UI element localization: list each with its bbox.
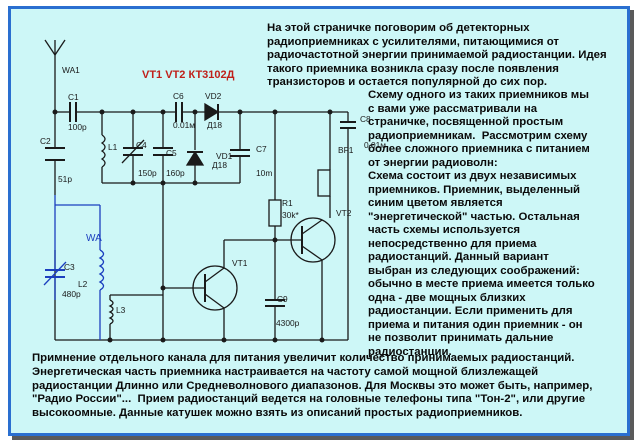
vd1-value: Д18: [212, 160, 227, 170]
wa-label: WA: [86, 233, 102, 244]
antenna-wa1-symbol: [44, 39, 66, 112]
intro-paragraph: На этой страничке поговорим об детекторн…: [267, 22, 607, 89]
r1-value: 30k*: [282, 210, 300, 220]
c5-value: 160p: [166, 168, 185, 178]
conclusion-paragraph: Примнение отдельного канала для питания …: [32, 352, 593, 420]
c1-label: C1: [68, 92, 79, 102]
c3-value: 480p: [62, 289, 81, 299]
c5-label: C5: [166, 148, 177, 158]
description-paragraph: Схему одного из таких приемников мы с ва…: [368, 89, 595, 358]
vt2-label: VT2: [336, 208, 352, 218]
schematic-title: VT1 VT2 КТ3102Д: [142, 69, 235, 81]
bf1-label: BF1: [338, 145, 354, 155]
content-frame: [8, 6, 630, 436]
l1-label: L1: [108, 142, 118, 152]
c2-value: 51p: [58, 174, 72, 184]
c6-label: C6: [173, 91, 184, 101]
r1-label: R1: [282, 198, 293, 208]
c4-value: 150p: [138, 168, 157, 178]
c9-value: 4300p: [276, 318, 300, 328]
wa1-label: WA1: [62, 65, 80, 75]
vd2-value: Д18: [207, 120, 222, 130]
c8-label: C8: [360, 114, 371, 124]
c4-label: C4: [136, 140, 147, 150]
c3-label: C3: [64, 262, 75, 272]
c9-label: C9: [277, 294, 288, 304]
l3-label: L3: [116, 305, 126, 315]
c1-value: 100p: [68, 122, 87, 132]
c7-value: 10m: [256, 168, 272, 178]
vd2-label: VD2: [205, 91, 222, 101]
l2-label: L2: [78, 279, 88, 289]
c2-label: C2: [40, 136, 51, 146]
c7-label: C7: [256, 144, 267, 154]
c6-value: 0.01м: [173, 120, 195, 130]
vt1-label: VT1: [232, 258, 248, 268]
c8-value: 0,01м: [364, 140, 386, 150]
vd1-label: VD1: [216, 151, 233, 161]
